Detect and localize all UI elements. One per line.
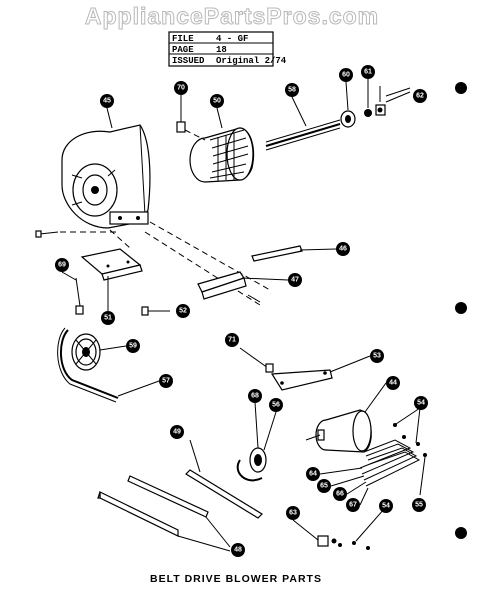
- svg-text:62: 62: [416, 93, 424, 100]
- svg-text:60: 60: [342, 72, 350, 79]
- angle-bracket: [197, 271, 261, 303]
- info-issued-label: ISSUED: [172, 56, 205, 66]
- info-page-label: PAGE: [172, 45, 194, 55]
- callout-62: 62: [413, 89, 427, 103]
- side-rails: [97, 475, 231, 552]
- svg-text:49: 49: [173, 429, 181, 436]
- callout-68: 68: [248, 389, 262, 403]
- callout-66: 66: [333, 487, 347, 501]
- callout-53: 53: [370, 349, 384, 363]
- callout-51: 51: [101, 311, 115, 325]
- svg-text:54: 54: [417, 400, 425, 407]
- binder-hole-bottom: [455, 527, 467, 539]
- binder-hole-middle: [455, 302, 467, 314]
- callout-52: 52: [176, 304, 190, 318]
- callout-65: 65: [317, 479, 331, 493]
- svg-text:52: 52: [179, 308, 187, 315]
- callout-44: 44: [386, 376, 400, 390]
- svg-text:65: 65: [320, 483, 328, 490]
- binder-hole-top: [455, 82, 467, 94]
- svg-text:46: 46: [339, 246, 347, 253]
- fasteners-54-upper: [393, 407, 427, 457]
- svg-text:47: 47: [291, 277, 299, 284]
- svg-text:54: 54: [382, 503, 390, 510]
- svg-text:70: 70: [177, 85, 185, 92]
- fasteners-lower: [292, 507, 386, 550]
- blower-pulley: [71, 333, 101, 371]
- shaft: [265, 96, 341, 151]
- callout-63: 63: [286, 506, 300, 520]
- svg-text:57: 57: [162, 378, 170, 385]
- svg-text:55: 55: [415, 502, 423, 509]
- svg-text:59: 59: [129, 343, 137, 350]
- svg-text:45: 45: [103, 98, 111, 105]
- callout-45: 45: [100, 94, 114, 108]
- callout-54: 54: [414, 396, 428, 410]
- svg-text:66: 66: [336, 491, 344, 498]
- svg-text:67: 67: [349, 502, 357, 509]
- motor-wires: [359, 439, 421, 487]
- callout-49: 49: [170, 425, 184, 439]
- callout-56: 56: [269, 398, 283, 412]
- callout-64: 64: [306, 467, 320, 481]
- callout-46: 46: [336, 242, 350, 256]
- part-55: [419, 456, 426, 496]
- callout-54-lower: 54: [379, 499, 393, 513]
- screw-70: [176, 95, 186, 133]
- svg-text:64: 64: [309, 471, 317, 478]
- callout-67: 67: [346, 498, 360, 512]
- callout-69: 69: [55, 258, 69, 272]
- diagram-caption: BELT DRIVE BLOWER PARTS: [150, 573, 322, 585]
- info-file-value: 4 - GF: [216, 34, 248, 44]
- svg-text:51: 51: [104, 315, 112, 322]
- callout-50: 50: [210, 94, 224, 108]
- info-page-value: 18: [216, 45, 227, 55]
- motor-bracket: [270, 369, 333, 391]
- screw-71: [239, 347, 274, 373]
- svg-text:61: 61: [364, 69, 372, 76]
- motor-pulley: [236, 401, 277, 482]
- svg-text:44: 44: [389, 380, 397, 387]
- callout-61: 61: [361, 65, 375, 79]
- leader-lines: [61, 79, 387, 506]
- svg-text:71: 71: [228, 337, 236, 344]
- bearing-parts: [340, 86, 411, 128]
- svg-text:58: 58: [288, 87, 296, 94]
- mounting-plate: [80, 248, 143, 281]
- info-file-label: FILE: [172, 34, 194, 44]
- callout-70: 70: [174, 81, 188, 95]
- callout-55: 55: [412, 498, 426, 512]
- svg-text:50: 50: [213, 98, 221, 105]
- motor: [305, 409, 372, 453]
- bolt-69: [75, 277, 84, 315]
- callout-47: 47: [288, 273, 302, 287]
- callout-58: 58: [285, 83, 299, 97]
- svg-text:63: 63: [289, 510, 297, 517]
- callout-59: 59: [126, 339, 140, 353]
- belt: [57, 327, 119, 403]
- svg-text:68: 68: [251, 393, 259, 400]
- svg-text:69: 69: [58, 262, 66, 269]
- blower-wheel: [189, 127, 255, 183]
- callout-71: 71: [225, 333, 239, 347]
- callout-60: 60: [339, 68, 353, 82]
- callout-57: 57: [159, 374, 173, 388]
- housing-screws: [35, 230, 59, 238]
- info-box: FILE 4 - GF PAGE 18 ISSUED Original 2/74: [168, 31, 287, 67]
- bolt-52: [141, 306, 170, 316]
- info-issued-value: Original 2/74: [216, 56, 287, 66]
- svg-text:48: 48: [234, 547, 242, 554]
- svg-text:56: 56: [272, 402, 280, 409]
- strap: [251, 245, 303, 262]
- rail: [185, 439, 263, 519]
- svg-text:53: 53: [373, 353, 381, 360]
- callout-48: 48: [231, 543, 245, 557]
- watermark: AppliancePartsPros.com: [85, 3, 379, 29]
- blower-housing: [60, 124, 151, 233]
